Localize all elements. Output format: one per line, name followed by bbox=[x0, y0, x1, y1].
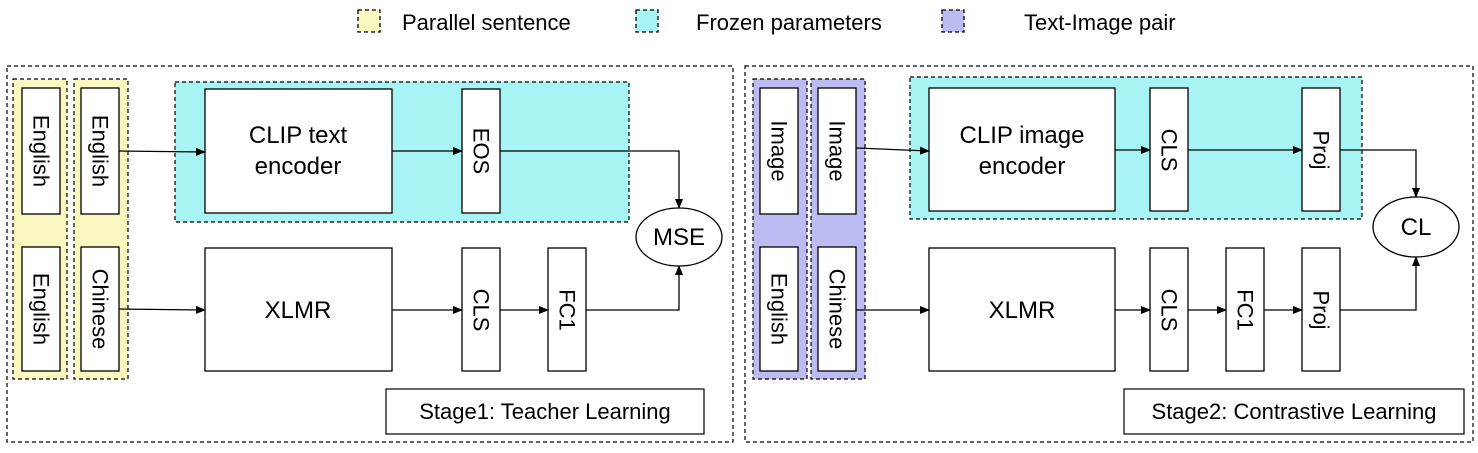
stage1-clip-text-line1: CLIP text bbox=[249, 122, 348, 149]
stage1-clip-text-line2: encoder bbox=[255, 153, 342, 180]
legend-label-frozen: Frozen parameters bbox=[696, 10, 882, 35]
stage2-input-col2-top-label: Image bbox=[825, 120, 850, 181]
stage2-arrow-input-to-clip bbox=[855, 146, 930, 155]
stage2-arrows bbox=[855, 146, 1420, 314]
stage2-input-col2-bottom bbox=[817, 246, 857, 372]
stage1-input-col1-bottom bbox=[21, 246, 61, 372]
stage1-frame bbox=[6, 65, 734, 443]
stage2-clip-image-line2: encoder bbox=[979, 153, 1066, 180]
stage2-fc1-label: FC1 bbox=[1233, 289, 1258, 331]
stage1-input-col1-bottom-label: English bbox=[29, 273, 54, 345]
stage1-eos-label: EOS bbox=[469, 128, 494, 174]
legend-label-parallel: Parallel sentence bbox=[402, 10, 571, 35]
stage1-xlmr-box bbox=[204, 247, 393, 372]
stage2-arrow-proj-to-cl-bottom bbox=[1340, 256, 1420, 311]
stage1-eos-box bbox=[461, 88, 501, 214]
stage2-cl-label: CL bbox=[1401, 214, 1432, 241]
stage1-title: Stage1: Teacher Learning bbox=[419, 399, 671, 424]
stage1-arrow-eos-to-mse bbox=[500, 150, 683, 209]
stage1-panel: English English English Chinese CLIP tex… bbox=[6, 65, 734, 443]
stage2-proj-label: Proj bbox=[1309, 290, 1334, 329]
stage2-fc1-box bbox=[1225, 247, 1265, 372]
stage1-input-col1-top bbox=[21, 87, 61, 215]
stage2-input-col1-top bbox=[759, 87, 799, 215]
stage1-cls-label: CLS bbox=[469, 289, 494, 332]
stage2-xlmr-box bbox=[928, 247, 1116, 372]
stage2-title: Stage2: Contrastive Learning bbox=[1152, 399, 1437, 424]
stage1-input-col2-top bbox=[80, 87, 120, 215]
stage2-proj-box bbox=[1301, 247, 1341, 372]
stage2-xlmr-label: XLMR bbox=[989, 297, 1056, 324]
legend-swatch-pair bbox=[941, 9, 965, 33]
stage2-panel: Image Image English Chinese CLIP image e… bbox=[744, 65, 1474, 443]
stage1-clip-text-encoder bbox=[204, 88, 393, 214]
stage2-clip-image-encoder bbox=[928, 87, 1116, 212]
stage2-frame bbox=[744, 65, 1474, 443]
stage2-cls-top-label: CLS bbox=[1157, 129, 1182, 172]
stage1-arrows bbox=[118, 147, 683, 314]
stage1-mse-label: MSE bbox=[653, 224, 705, 251]
stage1-title-box bbox=[385, 388, 705, 435]
stage2-input-col1-top-label: Image bbox=[767, 120, 792, 181]
stage1-xlmr-label: XLMR bbox=[265, 297, 332, 324]
stage1-fc1-label: FC1 bbox=[555, 289, 580, 331]
stage2-title-box bbox=[1123, 388, 1465, 435]
stage2-arrow-proj-to-cl bbox=[1340, 149, 1420, 198]
stage2-input-col2-bottom-label: Chinese bbox=[825, 269, 850, 350]
stage1-input-col2-bottom-label: Chinese bbox=[88, 269, 113, 350]
legend-swatch-parallel bbox=[357, 9, 381, 33]
stage1-arrow-fc1-to-mse bbox=[586, 265, 683, 311]
stage2-input-col2-top bbox=[817, 87, 857, 215]
stage2-proj-top-label: Proj bbox=[1309, 130, 1334, 169]
legend-swatch-frozen bbox=[635, 9, 659, 33]
legend: Parallel sentence Frozen parameters Text… bbox=[357, 9, 1176, 35]
stage2-input-col1-bottom bbox=[759, 246, 799, 372]
stage1-arrow-input-to-clip bbox=[118, 147, 206, 156]
stage1-arrow-input-to-xlmr bbox=[118, 305, 206, 314]
stage1-input-col1-top-label: English bbox=[29, 115, 54, 187]
stage2-cls-box bbox=[1149, 247, 1189, 372]
stage1-input-col2-top-label: English bbox=[88, 115, 113, 187]
stage2-input-col1-bottom-label: English bbox=[767, 273, 792, 345]
stage2-cls-label: CLS bbox=[1157, 289, 1182, 332]
stage2-clip-image-line1: CLIP image bbox=[960, 122, 1085, 149]
legend-label-pair: Text-Image pair bbox=[1024, 10, 1176, 35]
stage1-input-col2-bottom bbox=[80, 246, 120, 372]
